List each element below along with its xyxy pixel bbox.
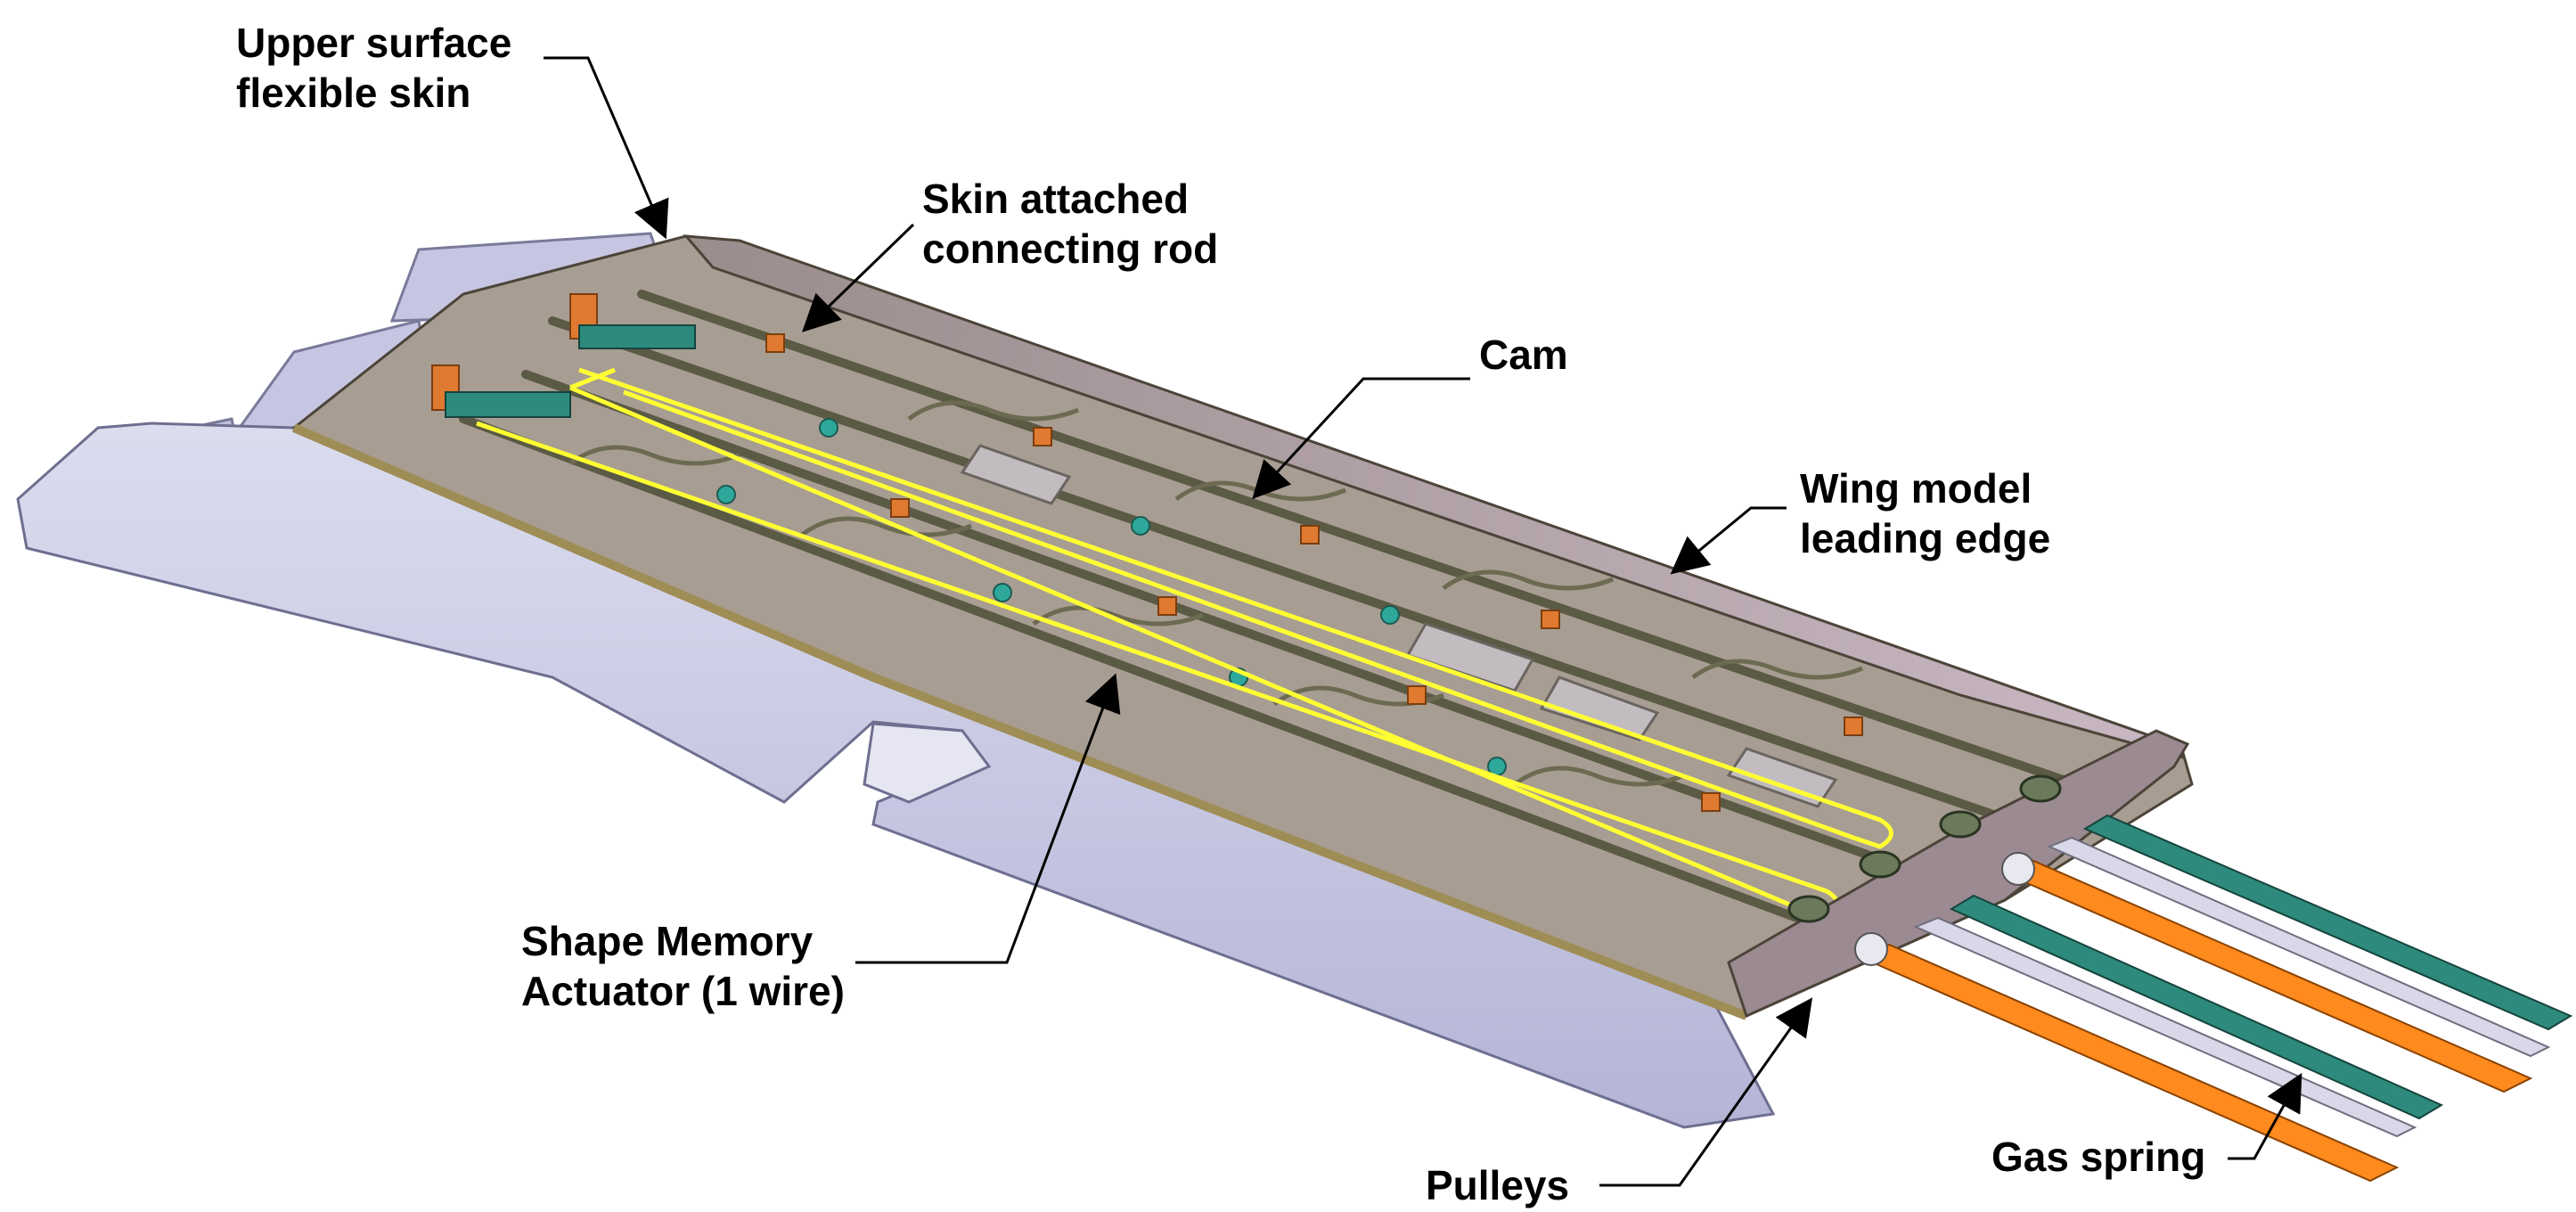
internal-ribs xyxy=(459,290,2081,927)
upper-flexible-skin xyxy=(683,234,2187,760)
leader-pulleys xyxy=(1599,997,1813,1187)
label-shape-memory-actuator: Shape Memory Actuator (1 wire) xyxy=(521,918,845,1014)
leader-sma xyxy=(855,673,1121,964)
cam-followers xyxy=(716,418,1507,776)
lower-skin-cutout xyxy=(863,722,992,804)
label-wing-model-leading-edge: Wing model leading edge xyxy=(1800,465,2051,561)
skin-attached-rods xyxy=(765,333,1863,812)
label-pulleys: Pulleys xyxy=(1426,1162,1570,1208)
label-gas-spring: Gas spring xyxy=(1991,1134,2206,1180)
label-cam: Cam xyxy=(1479,332,1568,378)
root-brackets xyxy=(431,293,696,418)
leader-gas-spring xyxy=(2228,1072,2302,1160)
rib-details xyxy=(568,400,1863,787)
trailing-edge-frame xyxy=(292,423,1748,1020)
label-upper-surface-flexible-skin: Upper surface flexible skin xyxy=(236,20,512,116)
label-skin-attached-connecting-rod: Skin attached connecting rod xyxy=(922,176,1219,272)
leader-skin-rod xyxy=(801,223,915,332)
leader-lines xyxy=(544,56,2302,1187)
leader-wing-le xyxy=(1670,506,1787,575)
leader-upper-surface xyxy=(544,56,669,240)
tip-pulleys xyxy=(1787,774,2062,923)
interior-panels xyxy=(960,444,1838,808)
leader-cam xyxy=(1252,377,1470,500)
